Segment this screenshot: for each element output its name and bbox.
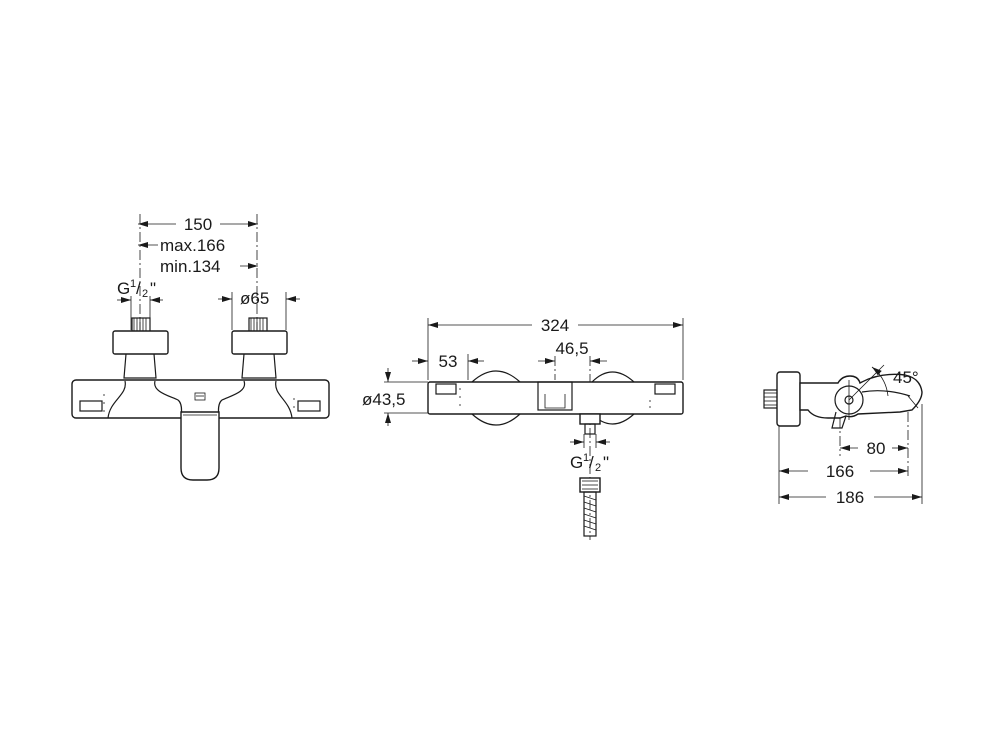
dim-max-166: max.166	[138, 236, 225, 255]
svg-text:/: /	[589, 453, 594, 472]
dim-label-min: min.134	[160, 257, 220, 276]
angle-45: 45°	[848, 364, 919, 401]
thread-label-top: G 1 / 2 "	[570, 452, 609, 474]
svg-text:2: 2	[595, 462, 601, 474]
dim-label-max: max.166	[160, 236, 225, 255]
dim-150: 150	[138, 213, 258, 234]
dim-46-5: 46,5	[538, 339, 607, 364]
dim-label-150: 150	[184, 215, 212, 234]
right-connector	[231, 317, 288, 379]
thread-g-top: G	[570, 453, 583, 472]
thread-label-front: G 1 / 2 "	[117, 278, 156, 300]
dim-label-324: 324	[541, 316, 569, 335]
thread-sub: 2	[142, 288, 148, 300]
dim-166: 166	[779, 462, 908, 481]
shower-hose	[579, 477, 601, 537]
dim-186: 186	[779, 488, 922, 507]
front-view: 150 max.166 min.134 G 1 / 2 " ø65	[71, 213, 330, 481]
diameter-label-front: ø65	[240, 289, 269, 308]
dim-label-80: 80	[867, 439, 886, 458]
dim-324: 324	[428, 314, 683, 335]
side-view: 45° 80 166 186	[763, 364, 923, 507]
dim-min-134: min.134	[160, 257, 258, 276]
dim-label-d65: ø65	[240, 289, 269, 308]
mixer-body-front	[71, 379, 330, 481]
dim-label-46-5: 46,5	[555, 339, 588, 358]
dim-label-186: 186	[836, 488, 864, 507]
thread-g: G	[117, 279, 130, 298]
dim-80: 80	[840, 439, 908, 458]
thread-sup: 1	[130, 278, 136, 290]
dim-label-166: 166	[826, 462, 854, 481]
svg-text:": "	[603, 453, 609, 472]
mixer-body-top	[427, 370, 684, 435]
left-connector	[112, 317, 169, 379]
top-view: 324 53 46,5 ø43,5	[362, 314, 684, 540]
angle-label: 45°	[893, 368, 919, 387]
dim-d43-5: ø43,5	[362, 368, 405, 426]
dim-53: 53	[412, 352, 484, 371]
thread-suffix: "	[150, 279, 156, 298]
svg-text:/: /	[136, 279, 141, 298]
dim-label-53: 53	[439, 352, 458, 371]
dim-label-d43-5: ø43,5	[362, 390, 405, 409]
side-connector	[763, 371, 801, 427]
svg-text:1: 1	[583, 452, 589, 464]
